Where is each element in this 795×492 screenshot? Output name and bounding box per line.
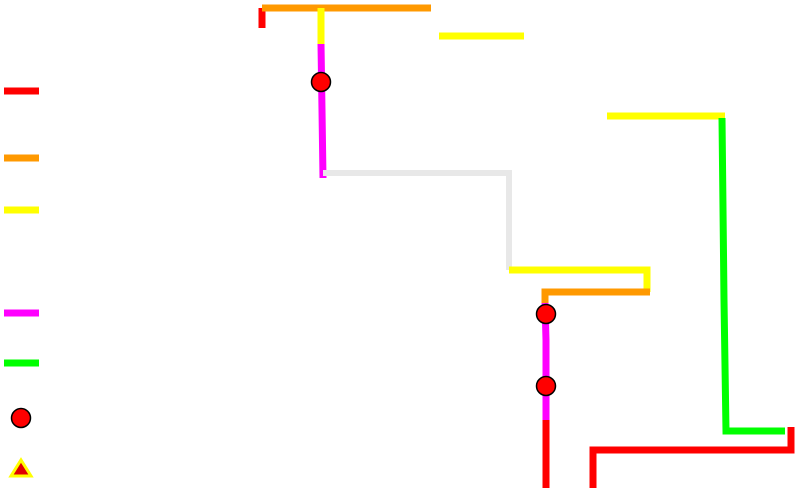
orange-segment-middle [541, 288, 650, 303]
route-segments [258, 4, 795, 488]
red-segment-bottom-right [589, 427, 795, 488]
circle-marker-upper [310, 71, 332, 93]
route-markers [310, 71, 557, 397]
red-circle-marker-icon [10, 407, 32, 429]
magenta-segment-upper [317, 43, 327, 179]
gray-segment-connector [323, 170, 512, 270]
green-segment-right [718, 117, 785, 435]
circle-marker-middle [535, 303, 557, 325]
legend [4, 87, 39, 478]
yellow-segment-middle [509, 266, 651, 292]
circle-marker-lower [535, 375, 557, 397]
red-triangle-marker-icon [8, 457, 34, 478]
